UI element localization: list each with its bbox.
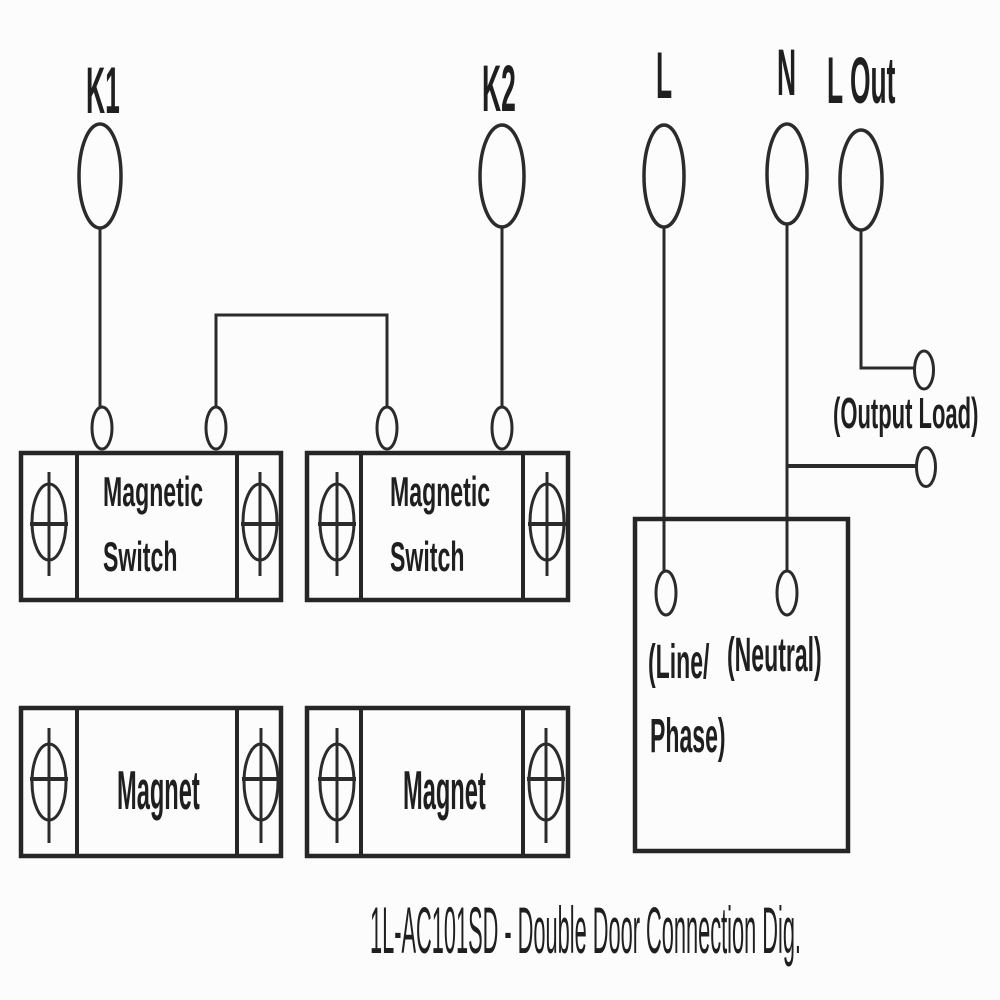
- neutral-terminal-icon: [775, 569, 799, 617]
- k2-terminal-circle-icon: [478, 123, 526, 229]
- label-l-out: L Out: [827, 43, 896, 117]
- magnet-2-box: [304, 705, 571, 859]
- magnetic-switch-1-label-line1: Magnetic: [103, 468, 204, 515]
- screw-terminal-icon: [527, 728, 565, 843]
- line-phase-label-line1: (Line/: [648, 636, 710, 689]
- screw-terminal-icon: [242, 728, 280, 843]
- screw-terminal-icon: [30, 472, 68, 576]
- screw-terminal-icon: [318, 728, 356, 843]
- magnetic-switch-2-label-line2: Switch: [390, 533, 465, 580]
- output-load-label: (Output Load): [833, 389, 979, 438]
- diagram-caption: 1L-AC101SD - Double Door Connection Dig.: [370, 893, 801, 967]
- label-n: N: [777, 35, 797, 109]
- screw-terminal-icon: [318, 472, 356, 576]
- n-terminal-circle-icon: [765, 122, 809, 226]
- line-phase-label-line2: Phase): [650, 710, 726, 763]
- screw-terminal-icon: [30, 728, 68, 843]
- switch-bridge-wire: [214, 313, 389, 407]
- terminal-circle-icon: [90, 405, 114, 451]
- l-out-wire: [859, 230, 914, 370]
- screw-terminal-icon: [528, 472, 566, 576]
- output-load-terminal-1-icon: [913, 349, 935, 391]
- k1-terminal-circle-icon: [77, 122, 123, 230]
- terminal-circle-icon: [375, 405, 399, 451]
- magnet-2-label: Magnet: [403, 759, 486, 821]
- l-terminal-circle-icon: [642, 123, 686, 229]
- screw-terminal-icon: [241, 472, 279, 576]
- neutral-label: (Neutral): [727, 629, 822, 682]
- magnet-1-label: Magnet: [117, 759, 200, 821]
- label-l: L: [656, 38, 673, 112]
- label-k1: K1: [86, 53, 120, 127]
- magnetic-switch-2-label-line1: Magnetic: [390, 468, 491, 515]
- label-k2: K2: [482, 51, 516, 125]
- terminal-circle-icon: [490, 405, 514, 451]
- controller-box: [632, 516, 851, 854]
- terminal-circle-icon: [204, 405, 228, 451]
- magnetic-switch-1-box: [18, 450, 284, 603]
- l-out-terminal-circle-icon: [838, 128, 884, 232]
- line-phase-terminal-icon: [654, 569, 678, 617]
- output-load-terminal-2-icon: [915, 446, 937, 488]
- magnetic-switch-2-box: [304, 450, 571, 603]
- magnet-1-box: [18, 705, 284, 859]
- magnetic-switch-1-label-line2: Switch: [103, 533, 178, 580]
